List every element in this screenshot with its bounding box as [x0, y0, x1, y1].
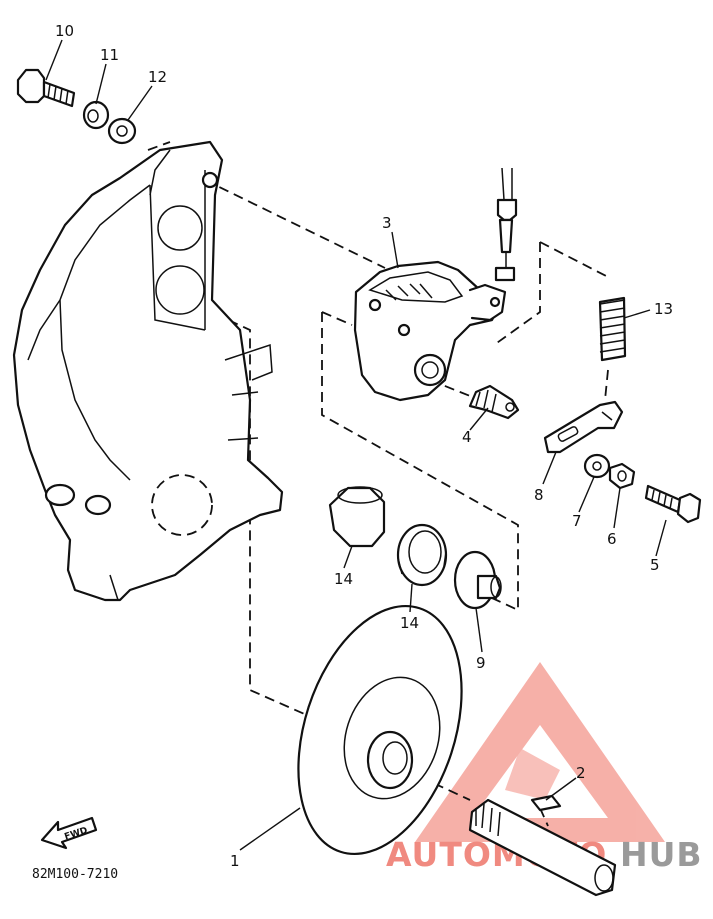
callout-5: 5: [650, 556, 660, 574]
part-14-bushing-upper: [328, 486, 386, 548]
part-9-plate: [453, 550, 502, 610]
part-6-nut: [608, 462, 636, 490]
leader-lines: [45, 39, 667, 851]
drawing-code: 82M100-7210: [32, 867, 118, 882]
part-13-spring: [598, 296, 627, 362]
callout-7: 7: [572, 512, 582, 530]
watermark-text-secondary: HUB: [620, 835, 703, 874]
part-3-housing: [353, 260, 507, 402]
callout-14-lower: 14: [400, 614, 419, 632]
part-7-washer: [583, 453, 611, 479]
part-11-washer: [82, 100, 110, 130]
throttle-cable: [494, 167, 518, 282]
part-5-bolt: [644, 484, 702, 524]
watermark-logo: [415, 662, 665, 842]
callout-13: 13: [654, 300, 673, 318]
drive-shaft: [468, 798, 617, 897]
part-8-lever: [543, 400, 624, 454]
part-2-key: [530, 794, 562, 812]
part-1-pulley: [297, 604, 463, 856]
callout-9: 9: [476, 654, 486, 672]
crankcase-cover-outline: [12, 140, 284, 602]
callout-8: 8: [534, 486, 544, 504]
callout-6: 6: [607, 530, 617, 548]
fwd-arrow: FWD: [40, 816, 98, 850]
callout-1: 1: [230, 852, 240, 870]
callout-11: 11: [100, 46, 119, 64]
callout-10: 10: [55, 22, 74, 40]
part-12-washer: [107, 117, 137, 145]
part-4-push-rod: [468, 384, 520, 420]
callout-4: 4: [462, 428, 472, 446]
callout-labels: 10 11 12 3 13 4 8 7 6 5 14 14 9 2 1: [55, 22, 673, 870]
callout-2: 2: [576, 764, 586, 782]
part-14-ring-lower: [396, 523, 448, 587]
callout-12: 12: [148, 68, 167, 86]
callout-14-upper: 14: [334, 570, 353, 588]
callout-3: 3: [382, 214, 392, 232]
part-10-bolt: [16, 68, 76, 108]
